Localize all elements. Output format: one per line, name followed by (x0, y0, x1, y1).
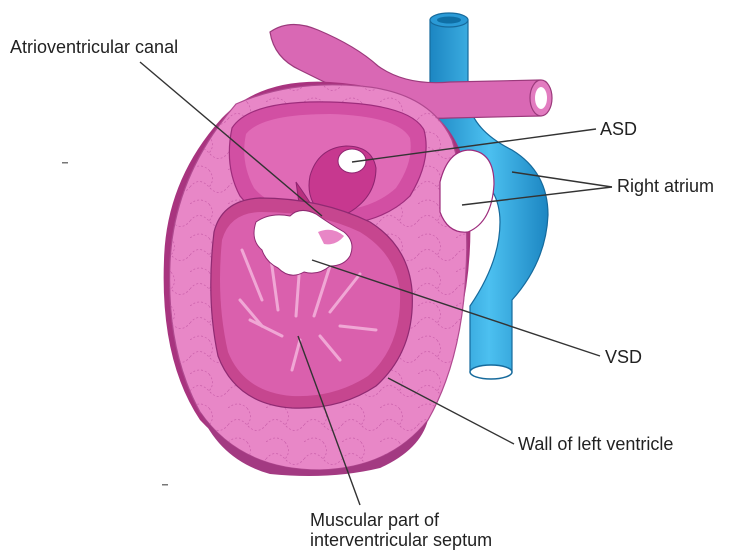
label-atrioventricular-canal: Atrioventricular canal (10, 36, 178, 58)
label-muscular-line2: interventricular septum (310, 530, 492, 550)
label-vsd: VSD (605, 346, 642, 368)
label-muscular-line1: Muscular part of (310, 510, 492, 530)
right-atrium-opening (440, 150, 494, 232)
label-wall-left-ventricle: Wall of left ventricle (518, 433, 673, 455)
label-asd: ASD (600, 118, 637, 140)
label-right-atrium: Right atrium (617, 175, 714, 197)
label-muscular-septum: Muscular part of interventricular septum (310, 510, 492, 550)
